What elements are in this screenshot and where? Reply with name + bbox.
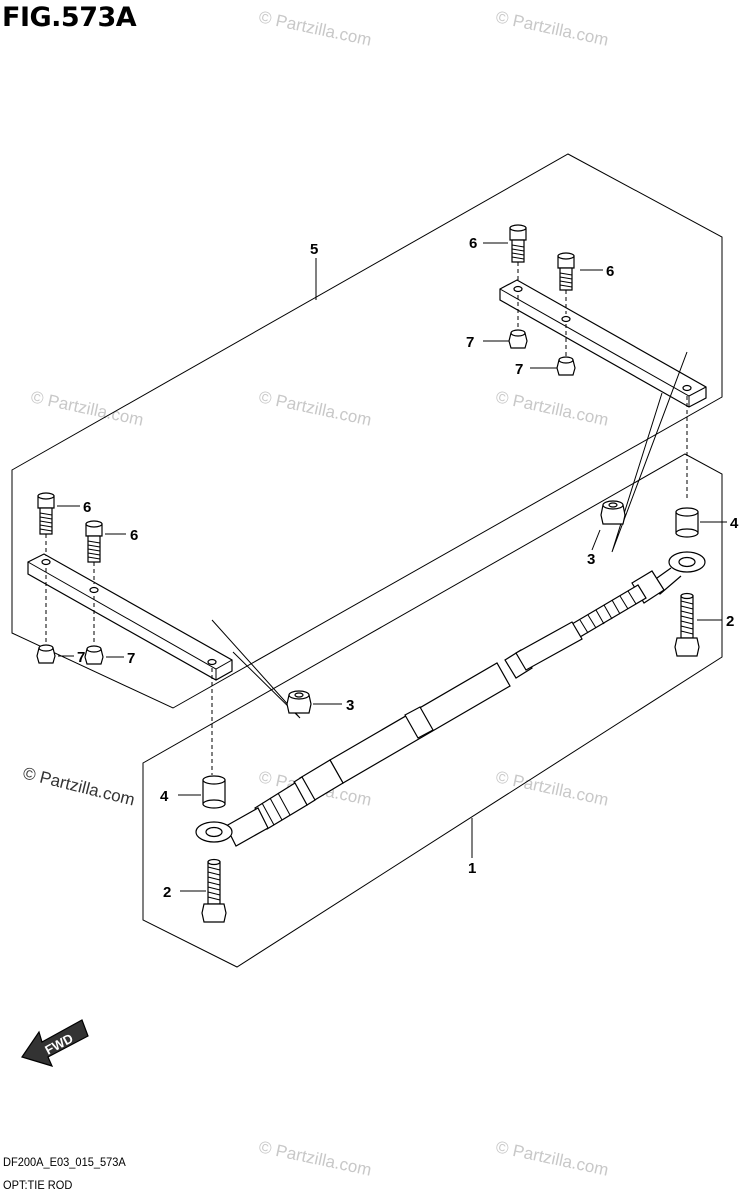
- watermark: © Partzilla.com: [257, 1137, 373, 1179]
- callout-2: 2: [163, 884, 171, 901]
- callout-7: 7: [127, 650, 135, 667]
- watermark-dark: © Partzilla.com: [21, 763, 137, 809]
- spacer-4[interactable]: [202, 775, 226, 809]
- plate-bracket-left[interactable]: [27, 553, 233, 681]
- nut-3[interactable]: [286, 690, 312, 714]
- callout-6: 6: [469, 235, 477, 252]
- bolt-2[interactable]: [201, 858, 227, 923]
- bolt-6[interactable]: [509, 224, 527, 263]
- bracket-left-group: [27, 492, 301, 775]
- callout-6: 6: [606, 263, 614, 280]
- callout-7: 7: [515, 361, 523, 378]
- bracket-right-group: [483, 224, 707, 553]
- callout-3: 3: [346, 697, 354, 714]
- callout-6: 6: [83, 499, 91, 516]
- watermark: © Partzilla.com: [494, 767, 610, 809]
- watermark: © Partzilla.com: [494, 7, 610, 49]
- fwd-label: FWD: [42, 1031, 75, 1058]
- callout-2: 2: [726, 613, 734, 630]
- plate-bracket-right[interactable]: [499, 279, 707, 408]
- callout-5: 5: [310, 241, 318, 258]
- diagram-code: DF200A_E03_015_573A: [3, 1155, 126, 1169]
- callout-4: 4: [730, 515, 739, 532]
- callout-6: 6: [130, 527, 138, 544]
- watermark: © Partzilla.com: [257, 7, 373, 49]
- spacer-4[interactable]: [675, 507, 699, 538]
- frame-lower: [142, 453, 723, 968]
- nut-7[interactable]: [556, 356, 576, 376]
- callout-labels: 5 6 6 7 7 6 6 7 7 4 3 2 3 4 1 2: [77, 235, 739, 901]
- callout-7: 7: [466, 334, 474, 351]
- bolt-6[interactable]: [557, 252, 575, 291]
- callout-1: 1: [468, 860, 476, 877]
- tie-rod-assembly[interactable]: [195, 551, 706, 847]
- figure-title: FIG.573A: [2, 2, 137, 33]
- frame-upper: [11, 153, 723, 709]
- watermark: © Partzilla.com: [29, 387, 145, 429]
- watermark: © Partzilla.com: [494, 387, 610, 429]
- nut-3[interactable]: [600, 500, 626, 525]
- callout-3: 3: [587, 551, 595, 568]
- diagram-name: OPT:TIE ROD: [3, 1178, 73, 1192]
- bolt-2[interactable]: [674, 592, 700, 657]
- bolt-6[interactable]: [85, 520, 103, 563]
- callout-4: 4: [160, 788, 169, 805]
- callout-7: 7: [77, 649, 85, 666]
- watermark: © Partzilla.com: [257, 387, 373, 429]
- bolt-6[interactable]: [37, 492, 55, 535]
- nut-7[interactable]: [36, 644, 56, 664]
- nut-7[interactable]: [84, 645, 104, 665]
- fwd-arrow: FWD: [21, 1019, 89, 1067]
- watermark: © Partzilla.com: [494, 1137, 610, 1179]
- nut-7[interactable]: [508, 329, 528, 349]
